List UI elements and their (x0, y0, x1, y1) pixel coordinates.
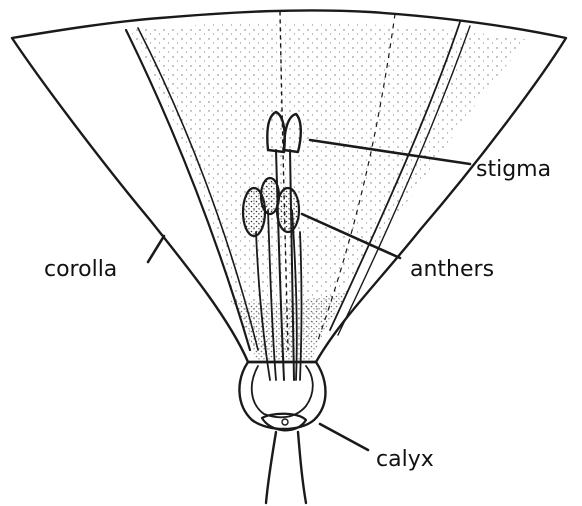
leader-line-calyx (320, 424, 368, 450)
label-corolla: corolla (44, 257, 117, 282)
calyx (239, 362, 325, 430)
leader-line-corolla (148, 236, 164, 262)
label-calyx: calyx (376, 447, 434, 472)
receptacle-dot (282, 419, 288, 425)
anther (277, 188, 299, 232)
stalk-edge (266, 432, 276, 503)
flower-stalk (266, 432, 306, 503)
calyx-inner (252, 366, 313, 417)
stalk-edge (298, 432, 306, 503)
label-stigma: stigma (476, 157, 551, 182)
corolla (12, 10, 566, 362)
label-anthers: anthers (410, 257, 494, 282)
